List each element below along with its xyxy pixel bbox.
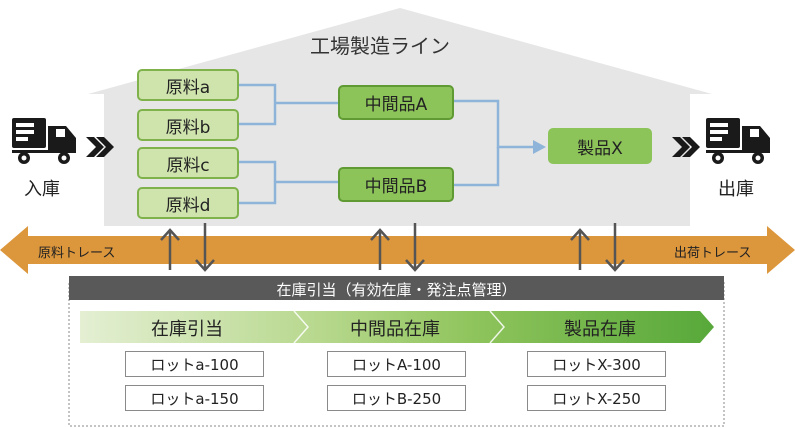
stage-label-product: 製品在庫 bbox=[564, 319, 636, 340]
diagram-title: 工場製造ライン bbox=[310, 34, 450, 58]
shipment-trace-label: 出荷トレース bbox=[674, 246, 752, 261]
outbound-label: 出庫 bbox=[718, 179, 754, 200]
connector-lines bbox=[239, 83, 536, 205]
lot-item: ロットB-250 bbox=[327, 385, 466, 411]
lot-item: ロットa-100 bbox=[125, 351, 264, 377]
truck-icon bbox=[12, 118, 76, 164]
material-box: 原料a bbox=[137, 69, 239, 101]
inventory-header-band bbox=[69, 276, 724, 300]
trace-arrows bbox=[160, 223, 625, 272]
stage-ribbon-divider-1 bbox=[293, 310, 309, 344]
lot-item: ロットX-250 bbox=[527, 385, 666, 411]
intermediate-box: 中間品B bbox=[338, 167, 454, 202]
double-chevron-right-icon bbox=[672, 137, 700, 157]
stage-label-allocation: 在庫引当 bbox=[151, 319, 223, 340]
connector-arrowhead bbox=[533, 140, 546, 154]
material-box: 原料b bbox=[137, 109, 239, 141]
stage-ribbon-divider-2 bbox=[489, 310, 505, 344]
product-box: 製品X bbox=[548, 128, 652, 164]
lot-item: ロットa-150 bbox=[125, 385, 264, 411]
inbound-label: 入庫 bbox=[24, 179, 60, 200]
stage-label-intermediate: 中間品在庫 bbox=[350, 319, 440, 340]
double-chevron-right-icon bbox=[86, 137, 114, 157]
lot-item: ロットA-100 bbox=[327, 351, 466, 377]
inventory-header-label: 在庫引当（有効在庫・発注点管理） bbox=[276, 281, 517, 299]
lot-item: ロットX-300 bbox=[527, 351, 666, 377]
material-trace-label: 原料トレース bbox=[38, 246, 116, 261]
material-box: 原料c bbox=[137, 147, 239, 179]
intermediate-box: 中間品A bbox=[338, 85, 454, 120]
truck-icon bbox=[706, 118, 770, 164]
material-box: 原料d bbox=[137, 187, 239, 219]
stage-ribbon bbox=[80, 311, 714, 343]
